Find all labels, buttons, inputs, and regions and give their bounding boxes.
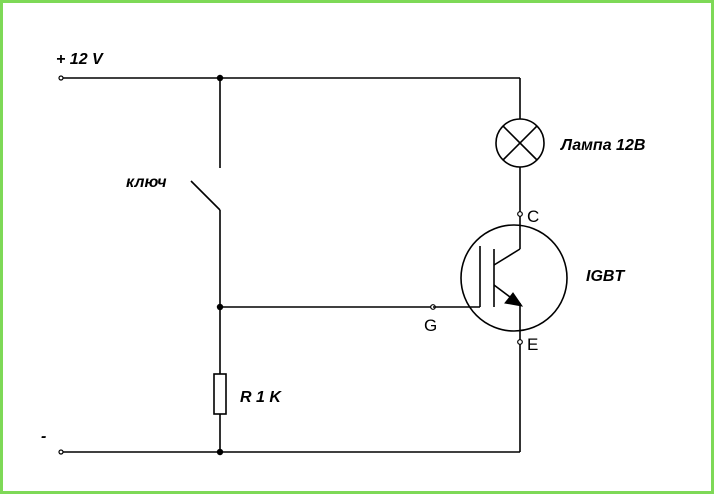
negative-terminal — [58, 449, 64, 455]
junction-bottom — [216, 448, 224, 456]
label-lamp: Лампа 12В — [560, 137, 645, 154]
resistor — [213, 307, 227, 452]
collector-terminal — [517, 211, 523, 217]
label-negative: - — [41, 428, 46, 445]
lamp-icon — [495, 118, 545, 214]
emitter-arrow-icon — [504, 292, 524, 307]
positive-rail — [61, 77, 521, 119]
emitter-terminal — [517, 339, 523, 345]
label-transistor: IGBT — [586, 268, 625, 285]
label-emitter: E — [527, 335, 538, 354]
negative-rail — [61, 342, 521, 453]
label-resistor: R 1 K — [240, 389, 282, 406]
schematic: + 12 V - ключ R 1 K Лампа 12В IGBT C G E — [41, 51, 645, 456]
switch — [190, 78, 221, 307]
igbt-icon — [433, 216, 568, 340]
positive-terminal — [58, 75, 64, 81]
label-positive: + 12 V — [56, 51, 104, 68]
label-gate: G — [424, 316, 437, 335]
label-collector: C — [527, 207, 539, 226]
label-switch: ключ — [126, 174, 167, 191]
